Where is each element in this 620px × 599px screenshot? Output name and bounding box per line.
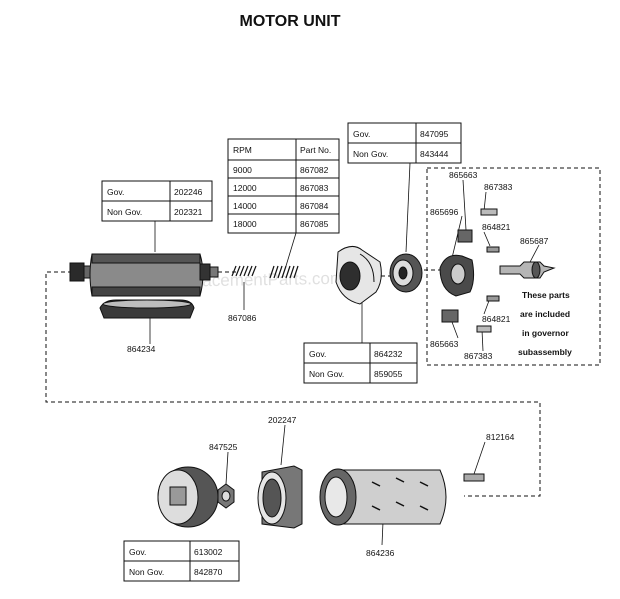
table-value: 613002 — [194, 547, 223, 557]
armature-table — [101, 180, 213, 222]
table-value: 202246 — [174, 187, 203, 197]
table-label: Gov. — [353, 129, 370, 139]
brush-part — [463, 473, 485, 482]
part-label: 867086 — [228, 313, 257, 323]
table-label: Non Gov. — [309, 369, 344, 379]
part-label: 864236 — [366, 548, 395, 558]
spring-rpm-part — [269, 265, 299, 279]
part-label: 865687 — [520, 236, 549, 246]
part-label: 847525 — [209, 442, 238, 452]
fan-part — [335, 246, 382, 305]
housing-part — [319, 468, 447, 526]
part-label: 812164 — [486, 432, 515, 442]
partno-cell: 867083 — [300, 183, 329, 193]
table-value: 847095 — [420, 129, 449, 139]
governor-note-line: These parts — [522, 290, 570, 300]
part-label: 865663 — [449, 170, 478, 180]
table-label: Non Gov. — [107, 207, 142, 217]
table-label: Gov. — [309, 349, 326, 359]
nut-part — [217, 483, 235, 509]
governor-note-line: subassembly — [518, 347, 572, 357]
part-label: 864821 — [482, 222, 511, 232]
table-value: 842870 — [194, 567, 223, 577]
table-label: Gov. — [107, 187, 124, 197]
rpm-cell: 18000 — [233, 219, 257, 229]
fan-table — [303, 342, 418, 384]
cap-table — [123, 540, 240, 582]
rpm-cell: 9000 — [233, 165, 252, 175]
leader-lines — [149, 162, 540, 546]
rpm-cell: 12000 — [233, 183, 257, 193]
governor-parts — [439, 208, 556, 333]
table-label: Non Gov. — [353, 149, 388, 159]
governor-note-line: are included — [520, 309, 570, 319]
table-value: 843444 — [420, 149, 449, 159]
part-label: 864234 — [127, 344, 156, 354]
base-plate-part — [99, 299, 195, 319]
part-label: 865696 — [430, 207, 459, 217]
table-label: Gov. — [129, 547, 146, 557]
bearing-part — [389, 253, 423, 293]
governor-note-line: in governor — [522, 328, 569, 338]
rpm-header: RPM — [233, 145, 252, 155]
partno-cell: 867084 — [300, 201, 329, 211]
spring-part — [231, 265, 257, 277]
partno-cell: 867085 — [300, 219, 329, 229]
part-label: 867383 — [464, 351, 493, 361]
ring-part — [257, 465, 303, 529]
bearing-table — [347, 122, 462, 164]
part-label: 202247 — [268, 415, 297, 425]
rpm-cell: 14000 — [233, 201, 257, 211]
table-value: 202321 — [174, 207, 203, 217]
partno-cell: 867082 — [300, 165, 329, 175]
armature-part — [69, 253, 219, 297]
part-label: 867383 — [484, 182, 513, 192]
table-label: Non Gov. — [129, 567, 164, 577]
diagram-title: MOTOR UNIT — [239, 13, 341, 30]
part-label: 864821 — [482, 314, 511, 324]
table-value: 864232 — [374, 349, 403, 359]
part-label: 865663 — [430, 339, 459, 349]
end-cap-part — [157, 466, 219, 528]
dashed-guides — [45, 167, 601, 497]
rpm-table — [227, 138, 340, 234]
table-value: 859055 — [374, 369, 403, 379]
partno-header: Part No. — [300, 145, 331, 155]
